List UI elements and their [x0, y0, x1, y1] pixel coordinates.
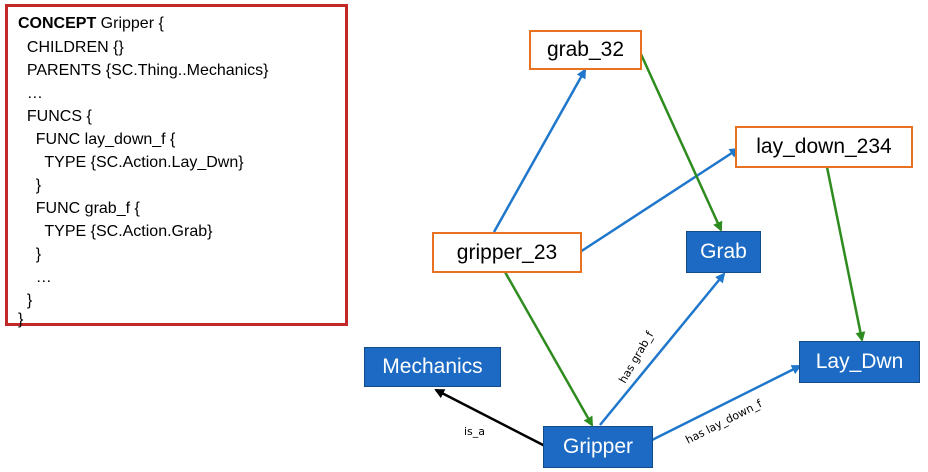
code-line: …: [18, 269, 52, 286]
code-line: CHILDREN {}: [18, 39, 124, 56]
code-line: TYPE {SC.Action.Grab}: [18, 223, 213, 240]
edge-label-has-grab-f: has grab_f: [616, 328, 657, 385]
edge-label-is-a: is_a: [464, 425, 485, 438]
node-grab: Grab: [686, 231, 761, 273]
edge-grab32-to-grab: [638, 51, 723, 232]
code-line: }: [18, 292, 33, 309]
node-grab-32: grab_32: [529, 30, 642, 70]
edge-gripper-to-laydwn: [651, 364, 802, 442]
concept-definition-box: CONCEPT Gripper { CHILDREN {} PARENTS {S…: [5, 4, 348, 328]
code-line: FUNC grab_f {: [18, 200, 140, 217]
code-line: FUNCS {: [18, 108, 92, 125]
node-gripper-23: gripper_23: [432, 232, 582, 273]
edge-laydown234-to-laydwn: [825, 166, 866, 342]
node-mechanics: Mechanics: [364, 347, 501, 387]
code-line: FUNC lay_down_f {: [18, 131, 176, 148]
code-line: TYPE {SC.Action.Lay_Dwn}: [18, 154, 244, 171]
edge-gripper23-to-gripper: [503, 271, 594, 427]
code-line: }: [18, 246, 42, 263]
node-gripper: Gripper: [543, 426, 653, 468]
code-line: }: [18, 311, 24, 328]
node-lay-dwn: Lay_Dwn: [799, 341, 920, 383]
edge-gripper23-to-grab32: [492, 68, 587, 233]
code-line: …: [18, 85, 43, 102]
code-line: }: [18, 177, 42, 194]
node-lay-down-234: lay_down_234: [735, 126, 913, 168]
code-line: CONCEPT Gripper {: [18, 15, 164, 32]
edge-gripper-isa-mechanics: [434, 388, 546, 448]
code-line: PARENTS {SC.Thing..Mechanics}: [18, 62, 269, 79]
edge-gripper-to-grab: [599, 272, 726, 426]
edge-gripper23-to-laydown234: [579, 147, 740, 254]
